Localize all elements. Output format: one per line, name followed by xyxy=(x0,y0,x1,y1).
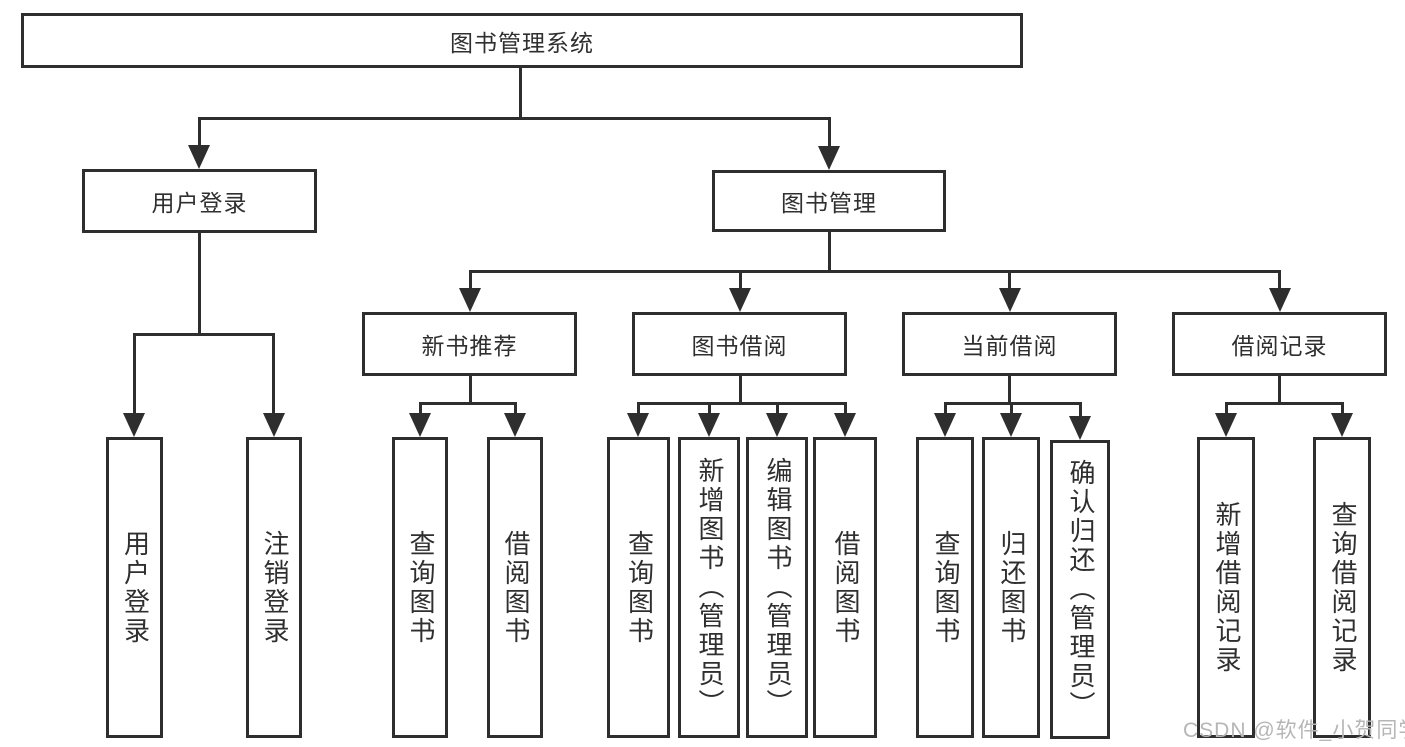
node-user-login-label: 用户登录 xyxy=(151,190,248,216)
connector-drop-leaf xyxy=(776,403,779,419)
connector-bb-bus xyxy=(637,402,847,405)
arrow-down-icon xyxy=(504,413,526,437)
leaf-nbr-query-books: 查询图书 xyxy=(392,437,448,738)
node-user-login: 用户登录 xyxy=(82,169,317,233)
leaf-nbr-query-books-label: 查询图书 xyxy=(405,529,436,646)
leaf-nbr-borrow-books-label: 借阅图书 xyxy=(500,529,531,646)
connector-drop-leaf xyxy=(1010,403,1013,419)
leaf-br-query-borrow-record: 查询借阅记录 xyxy=(1313,437,1371,738)
connector-bb-stem xyxy=(739,375,742,405)
leaf-cb-query-books-label: 查询图书 xyxy=(930,529,961,646)
arrow-down-icon xyxy=(409,413,431,437)
arrow-down-icon xyxy=(729,288,751,312)
leaf-bb-borrow-books-label: 借阅图书 xyxy=(830,529,861,646)
node-root: 图书管理系统 xyxy=(21,13,1023,68)
leaf-user-login: 用户登录 xyxy=(106,437,163,738)
connector-drop-level3 xyxy=(1008,271,1011,293)
leaf-bb-add-books-admin-label: 新增图书（管理员） xyxy=(694,457,725,718)
arrow-down-icon xyxy=(188,145,210,169)
arrow-down-icon xyxy=(834,413,856,437)
leaf-cb-confirm-return-admin: 确认归还（管理员） xyxy=(1050,440,1110,739)
connector-drop-leaf xyxy=(514,403,517,419)
arrow-down-icon xyxy=(999,288,1021,312)
leaf-user-login-label: 用户登录 xyxy=(120,529,151,646)
leaf-logout: 注销登录 xyxy=(246,437,302,738)
connector-drop-leaf xyxy=(944,403,947,419)
leaf-bb-edit-books-admin: 编辑图书（管理员） xyxy=(746,437,808,738)
leaf-cb-return-books: 归还图书 xyxy=(982,437,1040,738)
connector-drop-leaf xyxy=(419,403,422,419)
node-book-management-label: 图书管理 xyxy=(781,190,877,216)
arrow-down-icon xyxy=(766,413,788,437)
arrow-down-icon xyxy=(1331,413,1353,437)
connector-level3-bus xyxy=(469,270,1281,273)
connector-book-management-stem xyxy=(828,231,831,273)
leaf-cb-return-books-label: 归还图书 xyxy=(996,529,1027,646)
leaf-bb-query-books-label: 查询图书 xyxy=(624,529,655,646)
node-new-book-recommend: 新书推荐 xyxy=(362,312,577,376)
node-borrow-records: 借阅记录 xyxy=(1172,312,1387,376)
arrow-down-icon xyxy=(1000,413,1022,437)
connector-user-login-bus xyxy=(133,333,275,336)
node-new-book-recommend-label: 新书推荐 xyxy=(421,333,518,359)
node-book-borrow: 图书借阅 xyxy=(632,312,847,376)
connector-br-bus xyxy=(1225,402,1344,405)
leaf-bb-edit-books-admin-label: 编辑图书（管理员） xyxy=(762,457,793,718)
connector-drop-leaf xyxy=(708,403,711,419)
leaf-br-query-borrow-record-label: 查询借阅记录 xyxy=(1327,500,1358,675)
leaf-bb-query-books: 查询图书 xyxy=(607,437,670,738)
arrow-down-icon xyxy=(123,413,145,437)
arrow-down-icon xyxy=(263,413,285,437)
node-book-management: 图书管理 xyxy=(712,170,946,232)
connector-cb-bus xyxy=(944,402,1082,405)
leaf-cb-confirm-return-admin-label: 确认归还（管理员） xyxy=(1065,459,1096,720)
node-current-borrow-label: 当前借阅 xyxy=(961,333,1058,359)
leaf-bb-borrow-books: 借阅图书 xyxy=(813,437,877,738)
connector-drop-leaf xyxy=(133,334,136,416)
connector-drop-leaf xyxy=(1341,403,1344,419)
connector-br-stem xyxy=(1278,375,1281,405)
arrow-down-icon xyxy=(934,413,956,437)
connector-level2-bus xyxy=(198,117,831,120)
connector-drop-level3 xyxy=(469,271,472,293)
arrow-down-icon xyxy=(627,413,649,437)
watermark: CSDN @软件_小贺同学 xyxy=(1183,719,1405,742)
arrow-down-icon xyxy=(698,413,720,437)
arrow-down-icon xyxy=(818,146,840,170)
node-current-borrow: 当前借阅 xyxy=(902,312,1117,376)
connector-drop-leaf xyxy=(1079,403,1082,421)
leaf-cb-query-books: 查询图书 xyxy=(916,437,974,738)
arrow-down-icon xyxy=(1215,413,1237,437)
node-root-label: 图书管理系统 xyxy=(450,29,594,56)
connector-drop-leaf xyxy=(637,403,640,419)
leaf-br-add-borrow-record-label: 新增借阅记录 xyxy=(1211,500,1242,675)
arrow-down-icon xyxy=(1269,288,1291,312)
leaf-br-add-borrow-record: 新增借阅记录 xyxy=(1197,437,1255,738)
connector-nbr-bus xyxy=(419,402,517,405)
connector-root-stem xyxy=(519,68,522,118)
connector-drop-user-login xyxy=(198,118,201,154)
connector-drop-leaf xyxy=(1225,403,1228,419)
node-borrow-records-label: 借阅记录 xyxy=(1231,333,1328,359)
leaf-bb-add-books-admin: 新增图书（管理员） xyxy=(678,437,740,738)
leaf-nbr-borrow-books: 借阅图书 xyxy=(487,437,543,738)
connector-drop-leaf xyxy=(272,334,275,416)
arrow-down-icon xyxy=(1069,416,1091,440)
connector-nbr-stem xyxy=(469,375,472,405)
node-book-borrow-label: 图书借阅 xyxy=(691,333,788,359)
leaf-logout-label: 注销登录 xyxy=(259,529,290,646)
connector-drop-book-management xyxy=(828,118,831,154)
connector-drop-level3 xyxy=(739,271,742,293)
connector-cb-stem xyxy=(1008,375,1011,405)
connector-user-login-stem xyxy=(198,233,201,334)
connector-drop-leaf xyxy=(844,403,847,419)
connector-drop-level3 xyxy=(1278,271,1281,293)
arrow-down-icon xyxy=(459,288,481,312)
